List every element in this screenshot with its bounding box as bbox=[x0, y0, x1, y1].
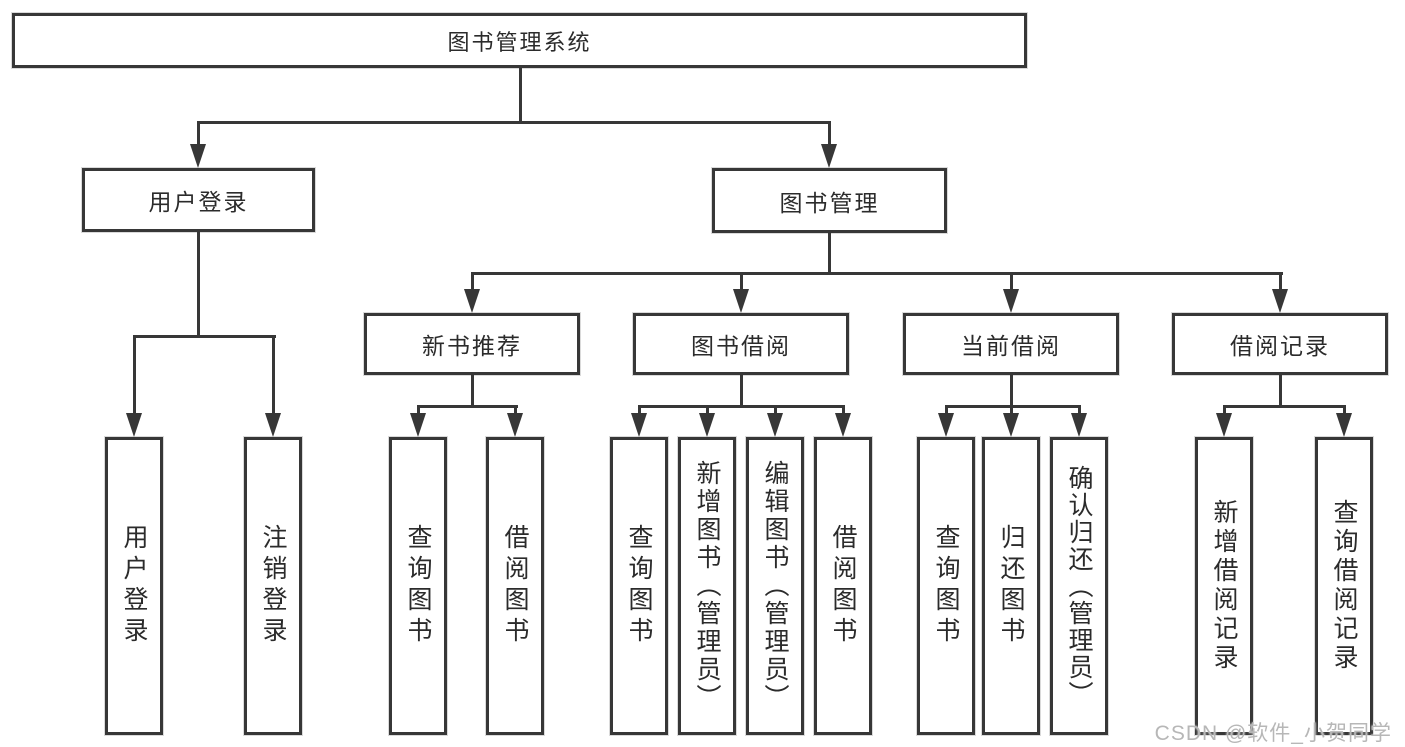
node-leaf-user-login: 用户登录 bbox=[105, 437, 163, 735]
connector-drop-query-borrow-record bbox=[1343, 405, 1346, 413]
arrow-down-leaf-user-login bbox=[126, 413, 142, 437]
connector-drop-query-books-3 bbox=[945, 405, 948, 413]
node-leaf-borrow-books-2: 借阅图书 bbox=[814, 437, 872, 735]
node-leaf-query-books-2: 查询图书 bbox=[610, 437, 668, 735]
connector-drop-current-borrowing bbox=[1010, 272, 1013, 289]
connector-drop-new-book-recommend bbox=[471, 272, 474, 289]
connector-drop-book-borrowing bbox=[740, 272, 743, 289]
arrow-down-confirm-return-admin bbox=[1071, 413, 1087, 437]
node-leaf-logout: 注销登录 bbox=[244, 437, 302, 735]
connector-drop-user-login bbox=[197, 121, 200, 144]
connector-drop-add-books-admin bbox=[706, 405, 709, 413]
connector-root-stem bbox=[519, 68, 522, 121]
connector-book-borrowing-bus bbox=[638, 405, 845, 408]
arrow-down-query-books-1 bbox=[410, 413, 426, 437]
node-leaf-confirm-return-admin: 确认归还（管理员） bbox=[1050, 437, 1108, 735]
arrow-down-borrow-books-2 bbox=[835, 413, 851, 437]
connector-user-login-bus bbox=[133, 335, 276, 338]
connector-current-borrowing-bus bbox=[945, 405, 1081, 408]
connector-drop-borrow-books-2 bbox=[842, 405, 845, 413]
node-borrow-records: 借阅记录 bbox=[1172, 313, 1388, 375]
node-book-borrowing: 图书借阅 bbox=[633, 313, 849, 375]
node-leaf-edit-books-admin: 编辑图书（管理员） bbox=[746, 437, 804, 735]
arrow-down-book-borrowing bbox=[733, 289, 749, 313]
arrow-down-return-books bbox=[1003, 413, 1019, 437]
node-leaf-add-books-admin: 新增图书（管理员） bbox=[678, 437, 736, 735]
arrow-down-borrow-records bbox=[1272, 289, 1288, 313]
arrow-down-borrow-books-1 bbox=[507, 413, 523, 437]
connector-drop-add-borrow-record bbox=[1223, 405, 1226, 413]
connector-user-login-stem bbox=[197, 232, 200, 335]
connector-drop-borrow-books-1 bbox=[514, 405, 517, 413]
connector-drop-leaf-user-login bbox=[133, 335, 136, 413]
node-leaf-query-books-1: 查询图书 bbox=[389, 437, 447, 735]
arrow-down-book-management bbox=[821, 144, 837, 168]
node-leaf-borrow-books-1: 借阅图书 bbox=[486, 437, 544, 735]
connector-new-book-recommend-bus bbox=[417, 405, 518, 408]
arrow-down-new-book-recommend bbox=[464, 289, 480, 313]
node-book-management: 图书管理 bbox=[712, 168, 947, 233]
connector-drop-return-books bbox=[1010, 405, 1013, 413]
arrow-down-add-borrow-record bbox=[1216, 413, 1232, 437]
node-new-book-recommend: 新书推荐 bbox=[364, 313, 580, 375]
connector-new-book-recommend-stem bbox=[471, 375, 474, 405]
connector-drop-edit-books-admin bbox=[774, 405, 777, 413]
connector-book-borrowing-stem bbox=[740, 375, 743, 405]
csdn-watermark: CSDN @软件_小贺同学 bbox=[1154, 722, 1392, 745]
connector-drop-book-management bbox=[828, 121, 831, 144]
connector-book-management-stem bbox=[828, 233, 831, 272]
node-leaf-query-books-3: 查询图书 bbox=[917, 437, 975, 735]
arrow-down-query-books-2 bbox=[631, 413, 647, 437]
arrow-down-current-borrowing bbox=[1003, 289, 1019, 313]
arrow-down-edit-books-admin bbox=[767, 413, 783, 437]
connector-drop-query-books-1 bbox=[417, 405, 420, 413]
connector-borrow-records-stem bbox=[1279, 375, 1282, 405]
connector-drop-borrow-records bbox=[1279, 272, 1282, 289]
connector-borrow-records-bus bbox=[1223, 405, 1346, 408]
node-leaf-return-books: 归还图书 bbox=[982, 437, 1040, 735]
connector-drop-leaf-logout bbox=[272, 335, 275, 413]
node-leaf-query-borrow-record: 查询借阅记录 bbox=[1315, 437, 1373, 735]
connector-level3-bus bbox=[471, 272, 1283, 275]
connector-level2-bus bbox=[197, 121, 831, 124]
arrow-down-add-books-admin bbox=[699, 413, 715, 437]
node-leaf-add-borrow-record: 新增借阅记录 bbox=[1195, 437, 1253, 735]
arrow-down-query-borrow-record bbox=[1336, 413, 1352, 437]
node-root: 图书管理系统 bbox=[12, 13, 1027, 68]
arrow-down-query-books-3 bbox=[938, 413, 954, 437]
node-current-borrowing: 当前借阅 bbox=[903, 313, 1119, 375]
node-user-login: 用户登录 bbox=[82, 168, 315, 232]
arrow-down-user-login bbox=[190, 144, 206, 168]
connector-drop-query-books-2 bbox=[638, 405, 641, 413]
arrow-down-leaf-logout bbox=[265, 413, 281, 437]
connector-drop-confirm-return-admin bbox=[1078, 405, 1081, 413]
connector-current-borrowing-stem bbox=[1010, 375, 1013, 405]
